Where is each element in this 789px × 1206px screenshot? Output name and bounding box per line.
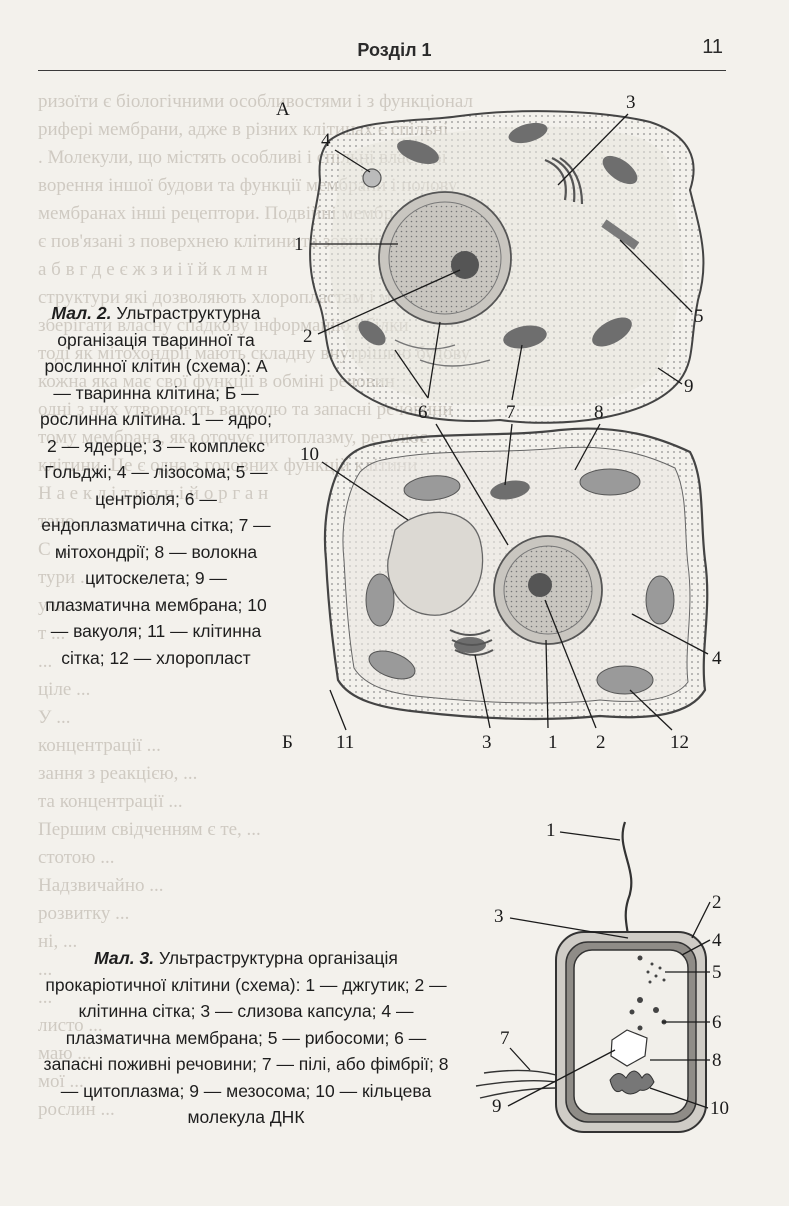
svg-text:1: 1: [548, 732, 558, 753]
figure-3-caption-text: Ультраструктурна організація прокаріотич…: [43, 948, 449, 1127]
svg-text:3: 3: [626, 92, 636, 113]
page-number: 11: [702, 36, 723, 58]
panel-label-b: Б: [282, 732, 293, 753]
svg-text:4: 4: [712, 648, 722, 669]
figure-2-caption-label: Мал. 2.: [51, 303, 112, 323]
figure-3-labels: 1 2 3 4 5 6 8 7 9 10: [492, 820, 729, 1119]
svg-text:3: 3: [494, 906, 504, 927]
figure-3-caption: Мал. 3. Ультраструктурна організація про…: [40, 945, 452, 1131]
nucleolus-a: [451, 251, 479, 279]
figure-3-caption-label: Мал. 3.: [94, 948, 155, 968]
section-title: Розділ 1: [357, 40, 432, 60]
panel-label-a: А: [276, 99, 290, 120]
svg-text:5: 5: [694, 306, 704, 327]
svg-text:1: 1: [294, 234, 304, 255]
plant-cell: [323, 427, 709, 721]
svg-text:3: 3: [482, 732, 492, 753]
figure-2-caption-text: Ультраструктурна організація тваринної т…: [40, 303, 272, 668]
svg-text:6: 6: [418, 402, 428, 423]
svg-text:7: 7: [500, 1028, 510, 1049]
svg-text:7: 7: [506, 402, 516, 423]
dna-ring: [609, 1070, 655, 1095]
nucleolus-b: [528, 573, 552, 597]
svg-text:6: 6: [712, 1012, 722, 1033]
flagellum: [621, 821, 633, 946]
svg-text:5: 5: [712, 962, 722, 983]
animal-cell: [309, 110, 705, 424]
prokaryote-cell: [475, 821, 707, 1133]
svg-text:12: 12: [670, 732, 689, 753]
svg-text:10: 10: [710, 1098, 729, 1119]
svg-text:11: 11: [336, 732, 354, 753]
svg-text:8: 8: [712, 1050, 722, 1071]
pili: [475, 1069, 557, 1099]
svg-text:2: 2: [712, 892, 722, 913]
svg-text:2: 2: [303, 326, 313, 347]
header-rule: [38, 70, 726, 71]
figure-2-caption: Мал. 2. Ультраструктурна організація тва…: [40, 300, 272, 671]
svg-text:1: 1: [546, 820, 556, 841]
vacuole: [387, 511, 484, 616]
svg-text:4: 4: [712, 930, 722, 951]
svg-text:8: 8: [594, 402, 604, 423]
svg-text:4: 4: [321, 130, 331, 151]
svg-text:9: 9: [492, 1096, 502, 1117]
svg-text:2: 2: [596, 732, 606, 753]
svg-text:10: 10: [300, 444, 319, 465]
svg-text:9: 9: [684, 376, 694, 397]
mesosome: [610, 1029, 648, 1067]
figure-2-labels: А Б 4 3 1 2 5 9 6 7 8 10 4: [276, 92, 722, 753]
